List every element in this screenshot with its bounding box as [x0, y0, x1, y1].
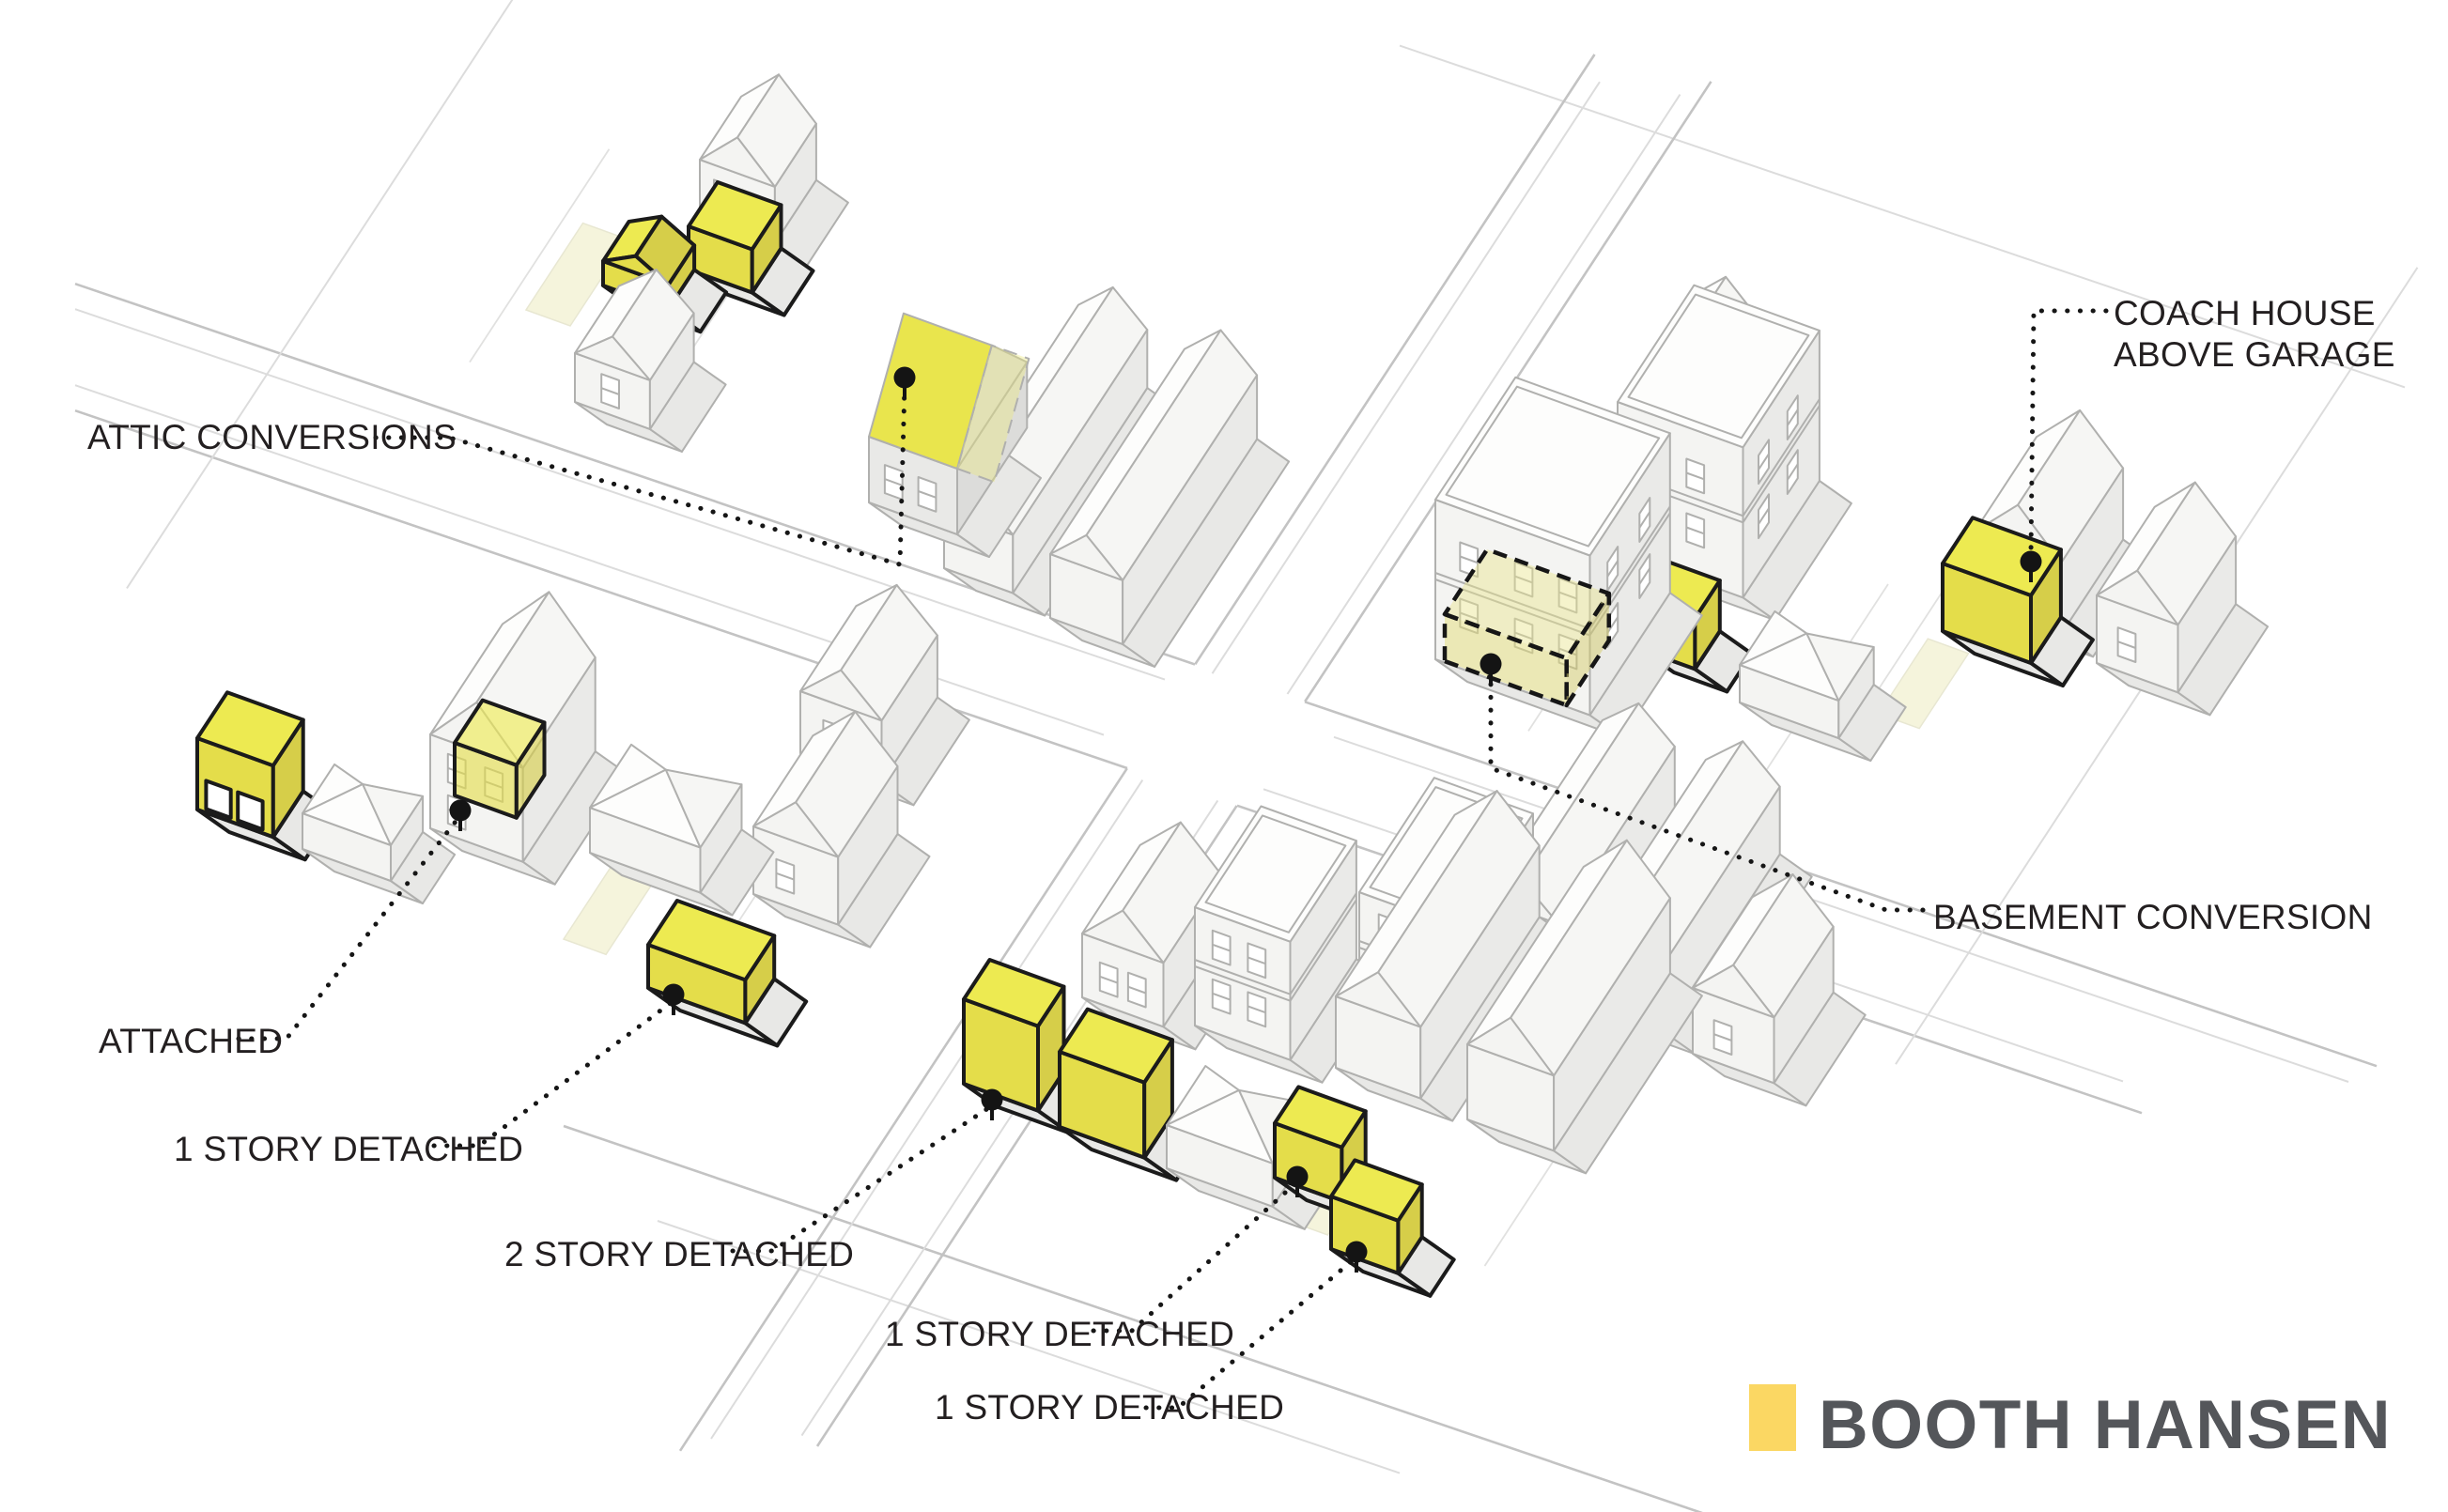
adu-1-story-detached-3: [1329, 1158, 1456, 1298]
house: [574, 269, 727, 453]
label-2-story-detached: 2 STORY DETACHED: [504, 1235, 854, 1273]
leader-dot: [1345, 1241, 1368, 1263]
logo-text: BOOTH HANSEN: [1819, 1387, 2392, 1463]
logo-booth-hansen: BOOTH HANSEN: [1749, 1384, 2392, 1463]
labels: ATTIC CONVERSIONS COACH HOUSE ABOVE GARA…: [87, 294, 2395, 1427]
adu-2-story-detached-2: [1058, 1007, 1206, 1182]
leader-line: [431, 983, 685, 1149]
logo-yellow-square: [1749, 1384, 1796, 1451]
adu-coach-house-above-garage: [1941, 516, 2095, 687]
rowhouse: [1049, 329, 1291, 668]
garage: [302, 763, 457, 904]
label-attached: ATTACHED: [99, 1022, 283, 1060]
leader-lines: [236, 308, 2109, 1411]
label-1-story-detached-2: 1 STORY DETACHED: [885, 1315, 1234, 1353]
garage: [589, 743, 775, 917]
adu-attic-conversion-house: [868, 312, 1042, 558]
leader-line: [373, 366, 916, 568]
adu-basement-conversion: [1442, 547, 1612, 708]
leader-line: [236, 799, 472, 1041]
house: [1692, 873, 1867, 1107]
label-coach-house-line2: ABOVE GARAGE: [2114, 335, 2395, 374]
adu-1-story-detached-1: [646, 899, 809, 1048]
leader-dot: [1286, 1165, 1309, 1188]
garage: [1739, 609, 1907, 763]
label-attic-conversions: ATTIC CONVERSIONS: [87, 418, 457, 456]
leader-line: [1480, 653, 1927, 913]
house: [752, 710, 931, 949]
house: [2096, 481, 2270, 717]
leader-dot: [981, 1088, 1003, 1111]
leader-dot: [893, 366, 916, 389]
leader-line: [730, 1088, 1003, 1254]
leader-line: [1143, 1241, 1368, 1411]
leader-line: [2020, 308, 2109, 582]
street-grid: [74, 0, 2419, 1512]
label-basement-conversion: BASEMENT CONVERSION: [1933, 898, 2373, 936]
leader-line: [1091, 1165, 1309, 1334]
leader-dot: [1480, 653, 1502, 675]
label-1-story-detached-3: 1 STORY DETACHED: [935, 1388, 1284, 1427]
house: [1466, 839, 1703, 1175]
apartment-building: [1434, 376, 1703, 739]
leader-dot: [449, 799, 472, 822]
label-1-story-detached-1: 1 STORY DETACHED: [174, 1130, 523, 1168]
buildings: [195, 73, 2270, 1298]
adu-attached: [453, 698, 547, 820]
leader-dot: [662, 983, 685, 1006]
label-coach-house-line1: COACH HOUSE: [2114, 294, 2376, 332]
leader-dot: [2020, 550, 2042, 573]
